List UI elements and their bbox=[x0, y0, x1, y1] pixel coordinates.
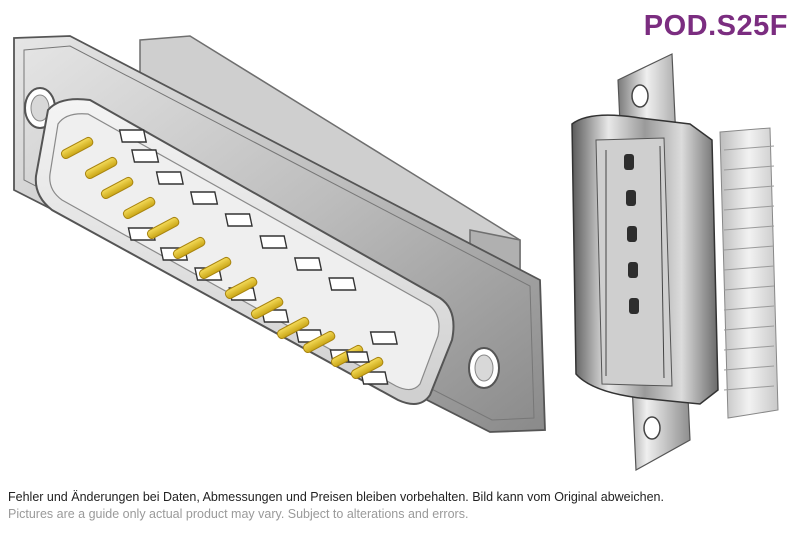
connector-render-image bbox=[13, 35, 546, 433]
disclaimer: Fehler und Änderungen bei Daten, Abmessu… bbox=[8, 488, 798, 523]
product-code: POD.S25F bbox=[643, 10, 788, 42]
disclaimer-german: Fehler und Änderungen bei Daten, Abmessu… bbox=[8, 490, 664, 504]
disclaimer-english: Pictures are a guide only actual product… bbox=[8, 507, 469, 521]
connector-photo-image bbox=[571, 53, 779, 471]
